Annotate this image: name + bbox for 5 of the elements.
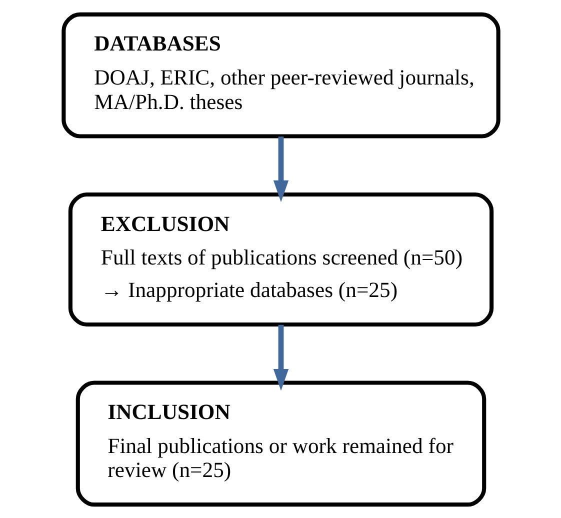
node-box: DATABASES DOAJ, ERIC, other peer-reviewed journals, MA/Ph.D. theses xyxy=(61,12,500,138)
node-box: INCLUSION Final publications or work remained for review (n=25) xyxy=(75,380,486,506)
arrow xyxy=(272,324,288,390)
node-box: EXCLUSION Full texts of publications screened (n=50) → Inappropriate databases (n=25) xyxy=(68,192,494,326)
arrow xyxy=(272,136,288,202)
